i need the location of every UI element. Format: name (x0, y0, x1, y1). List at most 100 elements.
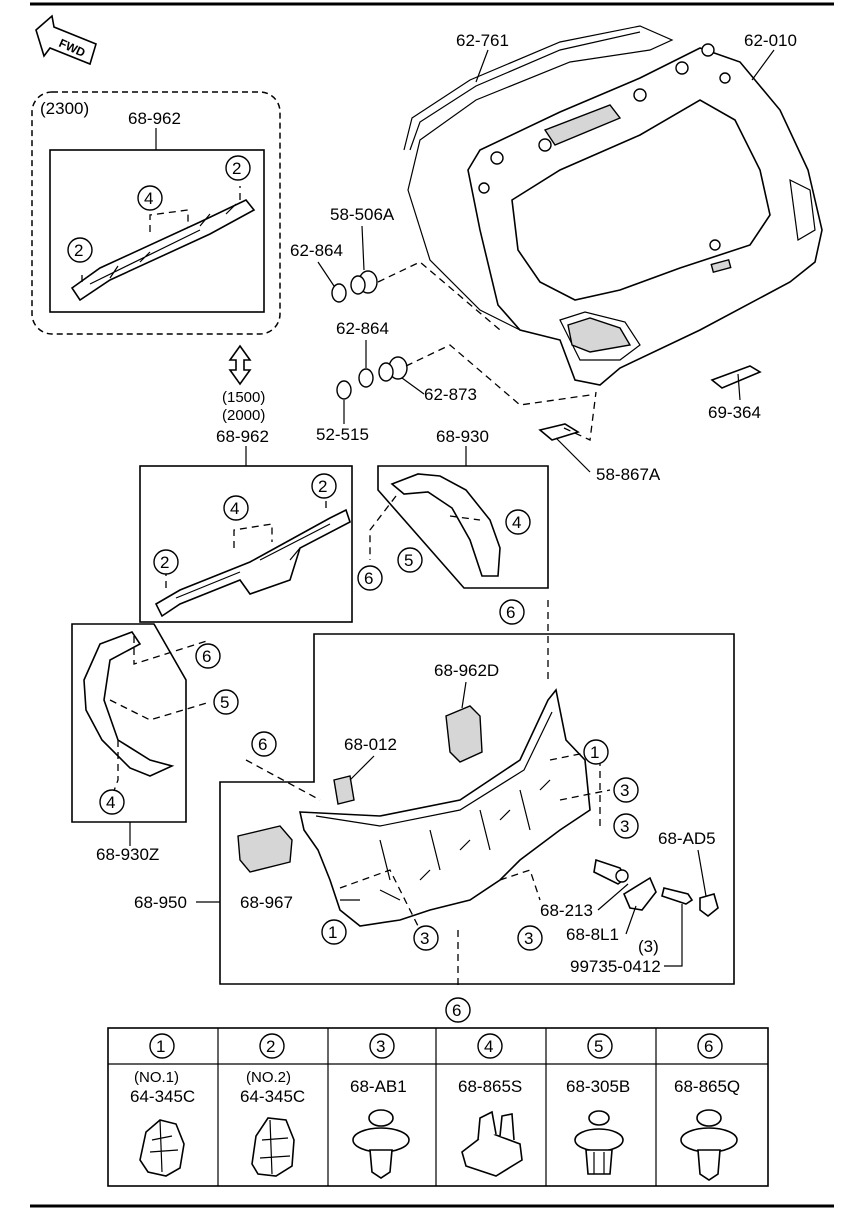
callout-2-top-left: 2 (67, 237, 93, 263)
label-69-364: 69-364 (708, 403, 761, 422)
liftgate-panel (467, 43, 823, 386)
svg-text:6: 6 (202, 647, 211, 666)
svg-text:6: 6 (258, 735, 267, 754)
part-68-962d (445, 705, 483, 763)
label-68-930: 68-930 (436, 427, 489, 446)
panel-68-962-mid (139, 465, 353, 623)
legend-col-4: 4 68-865S (458, 1033, 523, 1177)
fwd-arrow-icon: FWD (35, 14, 97, 66)
label-62-864-a: 62-864 (290, 241, 343, 260)
part-62-873 (378, 356, 408, 382)
weatherstrip-62-761 (403, 25, 674, 331)
label-68-950: 68-950 (134, 893, 187, 912)
legend-number-6: 6 (704, 1037, 713, 1056)
label-62-873: 62-873 (424, 385, 477, 404)
legend-line1-1: (NO.1) (134, 1069, 179, 1086)
svg-text:4: 4 (106, 793, 115, 812)
svg-text:5: 5 (220, 693, 229, 712)
callout-3-bottom-a: 3 (413, 925, 439, 951)
callout-6-left-main: 6 (251, 731, 277, 757)
callout-6-930: 6 (357, 565, 383, 591)
label-62-010: 62-010 (744, 31, 797, 50)
trim-68-930z (83, 631, 175, 777)
svg-text:3: 3 (420, 929, 429, 948)
label-68-ad5: 68-AD5 (658, 829, 716, 848)
clip-icon (251, 1117, 295, 1177)
legend-number-1: 1 (156, 1037, 165, 1056)
panel-68-950 (219, 633, 735, 985)
label-62-761: 62-761 (456, 31, 509, 50)
push-clip-icon (680, 1109, 738, 1181)
callout-1-bottom: 1 (321, 919, 347, 945)
svg-text:4: 4 (144, 189, 153, 208)
label-68-012: 68-012 (344, 735, 397, 754)
callout-4-top: 4 (137, 185, 163, 211)
legend-col-2: 2 (NO.2) 64-345C (240, 1033, 305, 1177)
legend-number-2: 2 (266, 1037, 275, 1056)
svg-text:4: 4 (230, 499, 239, 518)
callout-6-top-main: 6 (499, 599, 525, 625)
part-68-012 (333, 775, 355, 805)
legend-line2-4: 68-865S (458, 1077, 522, 1096)
svg-text:2: 2 (318, 477, 327, 496)
legend-line2-5: 68-305B (566, 1077, 630, 1096)
callout-4-930z: 4 (99, 789, 125, 815)
label-68-8l1: 68-8L1 (566, 925, 619, 944)
callout-6-bottom: 6 (445, 997, 471, 1023)
label-58-867a: 58-867A (596, 465, 661, 484)
label-68-967: 68-967 (240, 893, 293, 912)
svg-text:1: 1 (590, 743, 599, 762)
part-62-864-a (331, 283, 347, 303)
svg-text:3: 3 (524, 929, 533, 948)
svg-text:6: 6 (364, 569, 373, 588)
callout-2-top-right: 2 (225, 155, 251, 181)
callout-5-930z: 5 (213, 689, 239, 715)
panel-68-930z (71, 623, 187, 823)
variant-2300-box (31, 91, 281, 335)
svg-text:1: 1 (328, 923, 337, 942)
part-68-ad5 (699, 893, 719, 918)
legend-line2-2: 64-345C (240, 1087, 305, 1106)
svg-text:2: 2 (232, 159, 241, 178)
svg-text:3: 3 (620, 817, 629, 836)
svg-text:6: 6 (452, 1001, 461, 1020)
part-62-864-b (358, 368, 374, 388)
label-68-962-mid: 68-962 (216, 427, 269, 446)
trim-68-950 (298, 688, 591, 927)
panel-68-930 (377, 465, 549, 589)
label-58-506a: 58-506A (330, 205, 395, 224)
retainer-icon (461, 1110, 523, 1177)
label-62-864-b: 62-864 (336, 319, 389, 338)
panel-68-962-top (49, 149, 265, 313)
part-68-967 (237, 825, 293, 873)
svg-text:2: 2 (160, 553, 169, 572)
legend-number-3: 3 (376, 1037, 385, 1056)
legend-number-5: 5 (594, 1037, 603, 1056)
callout-4-mid: 4 (223, 495, 249, 521)
callout-3-right-a: 3 (613, 777, 639, 803)
legend-line1-2: (NO.2) (246, 1069, 291, 1086)
legend-col-5: 5 68-305B (566, 1033, 630, 1175)
callout-3-right-b: 3 (613, 813, 639, 839)
part-68-8l1 (622, 876, 657, 911)
part-52-515 (336, 380, 352, 400)
callout-4-930: 4 (505, 509, 531, 535)
legend-col-6: 6 68-865Q (674, 1033, 740, 1181)
garnish-68-962-mid (154, 508, 351, 618)
svg-text:3: 3 (620, 781, 629, 800)
label-variant-2300: (2300) (40, 99, 89, 118)
part-58-867a (538, 423, 580, 441)
garnish-68-962-top (70, 199, 256, 302)
clip-icon (139, 1119, 185, 1177)
svg-text:4: 4 (512, 513, 521, 532)
part-69-364 (710, 365, 762, 389)
part-58-506a (350, 270, 378, 295)
callout-3-bottom-b: 3 (517, 925, 543, 951)
part-bolt (661, 887, 694, 905)
callout-1-right: 1 (583, 739, 609, 765)
svg-text:5: 5 (404, 551, 413, 570)
trim-68-930 (390, 473, 501, 577)
legend-col-3: 3 68-AB1 (350, 1033, 410, 1179)
legend-number-4: 4 (484, 1037, 493, 1056)
